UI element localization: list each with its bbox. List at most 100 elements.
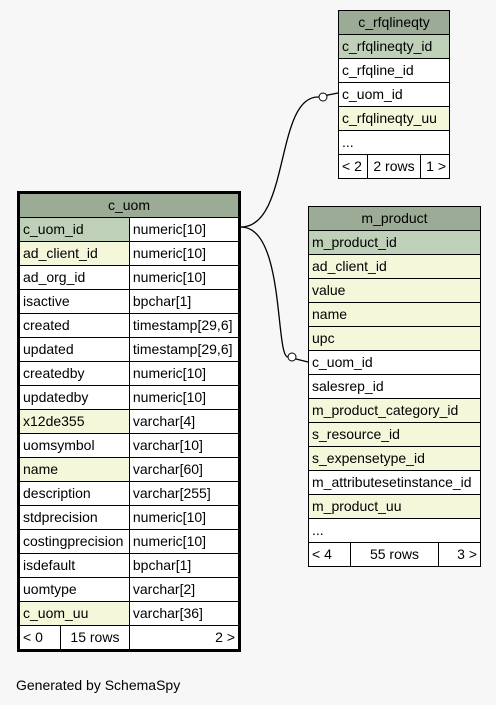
- column-name[interactable]: ...: [308, 518, 481, 543]
- children-link[interactable]: 1 >: [419, 154, 451, 179]
- column-type: numeric[10]: [128, 241, 241, 266]
- column-type: timestamp[29,6]: [128, 313, 241, 338]
- column-type: numeric[10]: [128, 505, 241, 530]
- table-row: m_attributesetinstance_id: [308, 470, 481, 495]
- children-link[interactable]: 3 >: [437, 542, 482, 567]
- column-name[interactable]: isactive: [18, 289, 130, 314]
- column-name[interactable]: value: [308, 278, 481, 303]
- column-name[interactable]: description: [18, 481, 130, 506]
- column-type: varchar[60]: [128, 457, 241, 482]
- table-row: c_rfqline_id: [338, 58, 450, 83]
- column-name[interactable]: stdprecision: [18, 505, 130, 530]
- parents-link[interactable]: < 0: [20, 626, 61, 649]
- column-name[interactable]: s_resource_id: [308, 422, 481, 447]
- column-name[interactable]: updated: [18, 337, 130, 362]
- column-name[interactable]: ...: [338, 130, 450, 155]
- column-name[interactable]: m_product_id: [308, 230, 481, 255]
- column-type: timestamp[29,6]: [128, 337, 241, 362]
- column-name[interactable]: c_rfqline_id: [338, 58, 450, 83]
- table-row: c_uom_id: [308, 350, 481, 375]
- column-type: varchar[255]: [128, 481, 241, 506]
- table-row: m_product_uu: [308, 494, 481, 519]
- column-name[interactable]: c_rfqlineqty_id: [338, 34, 450, 59]
- edge-endpoint-c-rfqlineqty: [318, 92, 328, 102]
- table-row: name: [308, 302, 481, 327]
- column-name[interactable]: uomsymbol: [18, 433, 130, 458]
- column-type: numeric[10]: [128, 265, 241, 290]
- column-name[interactable]: s_expensetype_id: [308, 446, 481, 471]
- column-type: varchar[4]: [128, 409, 241, 434]
- column-name[interactable]: c_uom_uu: [18, 601, 130, 626]
- table-row: c_rfqlineqty_uu: [338, 106, 450, 131]
- edge-c-uom-to-m-product: [240, 226, 309, 363]
- column-name[interactable]: c_uom_id: [338, 82, 450, 107]
- column-type: numeric[10]: [128, 217, 241, 242]
- footer-left: < 0 15 rows: [18, 625, 130, 651]
- column-name[interactable]: name: [308, 302, 481, 327]
- column-type: bpchar[1]: [128, 289, 241, 314]
- edge-c-uom-to-c-rfqlineqty: [240, 92, 339, 228]
- column-name[interactable]: ad_client_id: [308, 254, 481, 279]
- table-row: value: [308, 278, 481, 303]
- children-link[interactable]: 2 >: [128, 625, 241, 651]
- table-row: ...: [308, 518, 481, 543]
- table-row: s_resource_id: [308, 422, 481, 447]
- column-name[interactable]: c_uom_id: [18, 217, 130, 242]
- table-row: m_product_category_id: [308, 398, 481, 423]
- column-name[interactable]: ad_client_id: [18, 241, 130, 266]
- edge-endpoint-m-product: [287, 352, 297, 362]
- column-name[interactable]: m_product_uu: [308, 494, 481, 519]
- column-name[interactable]: createdby: [18, 361, 130, 386]
- parents-link[interactable]: < 2: [337, 154, 369, 179]
- column-name[interactable]: uomtype: [18, 577, 130, 602]
- column-name[interactable]: isdefault: [18, 553, 130, 578]
- table-row: c_rfqlineqty_id: [338, 34, 450, 59]
- column-type: numeric[10]: [128, 361, 241, 386]
- table-title-row: c_uom: [18, 192, 240, 218]
- table-row: m_product_id: [308, 230, 481, 255]
- table-title[interactable]: c_uom: [18, 192, 240, 218]
- column-type: varchar[10]: [128, 433, 241, 458]
- column-name[interactable]: created: [18, 313, 130, 338]
- column-name[interactable]: name: [18, 457, 130, 482]
- column-name[interactable]: m_product_category_id: [308, 398, 481, 423]
- table-row: salesrep_id: [308, 374, 481, 399]
- column-name[interactable]: m_attributesetinstance_id: [308, 470, 481, 495]
- table-row: ad_client_id: [308, 254, 481, 279]
- table-row: ...: [338, 130, 450, 155]
- column-type: varchar[36]: [128, 601, 241, 626]
- row-count: 15 rows: [70, 629, 120, 645]
- column-name[interactable]: ad_org_id: [18, 265, 130, 290]
- column-name[interactable]: upc: [308, 326, 481, 351]
- table-title[interactable]: m_product: [308, 206, 481, 231]
- column-name[interactable]: x12de355: [18, 409, 130, 434]
- table-footer-row: < 0 15 rows 2 >: [18, 625, 241, 651]
- column-name[interactable]: updatedby: [18, 385, 130, 410]
- column-name[interactable]: costingprecision: [18, 529, 130, 554]
- row-count: 2 rows: [367, 154, 421, 179]
- parents-link[interactable]: < 4: [307, 542, 352, 567]
- column-name[interactable]: c_uom_id: [308, 350, 481, 375]
- column-name[interactable]: salesrep_id: [308, 374, 481, 399]
- generated-by-footer: Generated by SchemaSpy: [16, 677, 181, 693]
- table-title[interactable]: c_rfqlineqty: [338, 10, 450, 35]
- column-name[interactable]: c_rfqlineqty_uu: [338, 106, 450, 131]
